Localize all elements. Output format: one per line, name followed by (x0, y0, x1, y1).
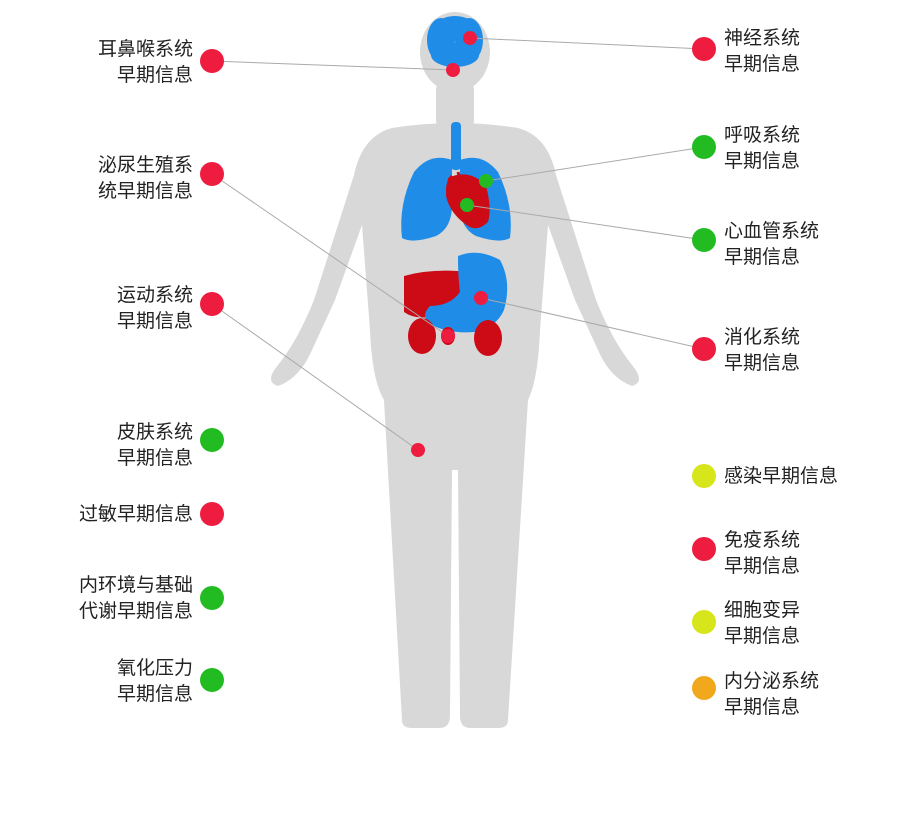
label-ent: 耳鼻喉系统 早期信息 (97, 38, 193, 86)
status-dot-left-2 (200, 292, 224, 316)
kidney-right-organ (474, 320, 502, 356)
kidney-left-organ (408, 318, 436, 354)
label-oxidative: 氧化压力 早期信息 (116, 657, 193, 705)
status-dot-right-0 (692, 37, 716, 61)
label-digestive: 消化系统 早期信息 (724, 326, 801, 374)
status-dot-right-7 (692, 676, 716, 700)
organ-marker (441, 329, 455, 343)
label-immune: 免疫系统 早期信息 (724, 529, 801, 577)
connector-line (469, 37, 705, 50)
connector-line (211, 60, 454, 71)
connector-line (480, 297, 705, 350)
status-dot-left-4 (200, 502, 224, 526)
status-dot-right-6 (692, 610, 716, 634)
stomach-organ (425, 252, 508, 333)
liver-organ (404, 270, 470, 318)
connector-line (466, 204, 705, 241)
connector-line (485, 146, 705, 182)
label-nervous: 神经系统 早期信息 (724, 27, 801, 75)
status-dot-right-5 (692, 537, 716, 561)
status-dot-left-0 (200, 49, 224, 73)
status-dot-right-3 (692, 337, 716, 361)
organ-marker (460, 198, 474, 212)
label-cardiovascular: 心血管系统 早期信息 (724, 220, 820, 268)
trachea-organ (451, 122, 461, 170)
organ-marker (463, 31, 477, 45)
status-dot-left-5 (200, 586, 224, 610)
label-respiratory: 呼吸系统 早期信息 (724, 124, 801, 172)
status-dot-left-3 (200, 428, 224, 452)
label-skin: 皮肤系统 早期信息 (116, 421, 193, 469)
organ-marker (411, 443, 425, 457)
label-metabolism: 内环境与基础 代谢早期信息 (78, 574, 193, 622)
left-lung-organ (401, 157, 452, 241)
status-dot-right-2 (692, 228, 716, 252)
organ-marker (446, 63, 460, 77)
label-motor: 运动系统 早期信息 (116, 284, 193, 332)
label-allergy: 过敏早期信息 (78, 503, 193, 525)
body-silhouette (271, 12, 639, 728)
organ-marker (474, 291, 488, 305)
connector-line (211, 173, 449, 337)
status-dot-left-1 (200, 162, 224, 186)
connector-line (211, 303, 419, 451)
organ-markers (411, 31, 493, 457)
status-dot-right-1 (692, 135, 716, 159)
label-urogenital: 泌尿生殖系 统早期信息 (97, 154, 193, 202)
organ-marker (479, 174, 493, 188)
status-dot-left-6 (200, 668, 224, 692)
label-infection: 感染早期信息 (724, 465, 839, 487)
label-endocrine: 内分泌系统 早期信息 (724, 670, 820, 718)
label-cell-mutation: 细胞变异 早期信息 (724, 599, 801, 647)
connector-lines (211, 37, 705, 451)
status-dot-right-4 (692, 464, 716, 488)
